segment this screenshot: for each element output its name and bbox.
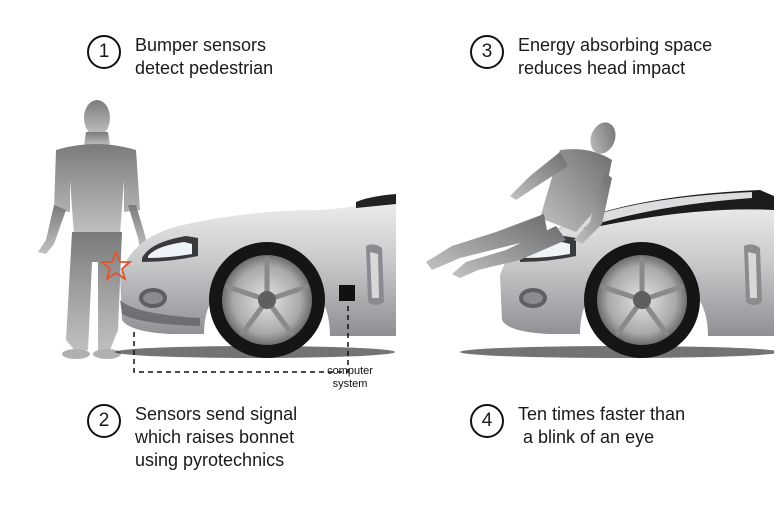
step-4: 4 Ten times faster than a blink of an ey…: [470, 404, 685, 449]
car-left: [99, 194, 396, 358]
step-number-circle: 3: [470, 35, 504, 69]
car-right: [460, 190, 774, 358]
step-description: Bumper sensors detect pedestrian: [135, 35, 274, 78]
step-3: 3 Energy absorbing space reduces head im…: [470, 35, 712, 80]
step-description: Energy absorbing space reduces head impa…: [518, 35, 713, 78]
step-description: Sensors send signal which raises bonnet …: [135, 404, 298, 470]
pedestrian-impact: [426, 122, 616, 278]
step-number-circle: 4: [470, 404, 504, 438]
step-2: 2 Sensors send signal which raises bonne…: [87, 404, 297, 472]
signal-path: [133, 302, 349, 373]
step-number-circle: 2: [87, 404, 121, 438]
pedestrian-standing: [38, 100, 148, 359]
step-description: Ten times faster than a blink of an eye: [518, 404, 686, 447]
step-number-circle: 1: [87, 35, 121, 69]
step-1: 1 Bumper sensors detect pedestrian: [87, 35, 273, 80]
computer-system-label: computer system: [327, 365, 373, 390]
